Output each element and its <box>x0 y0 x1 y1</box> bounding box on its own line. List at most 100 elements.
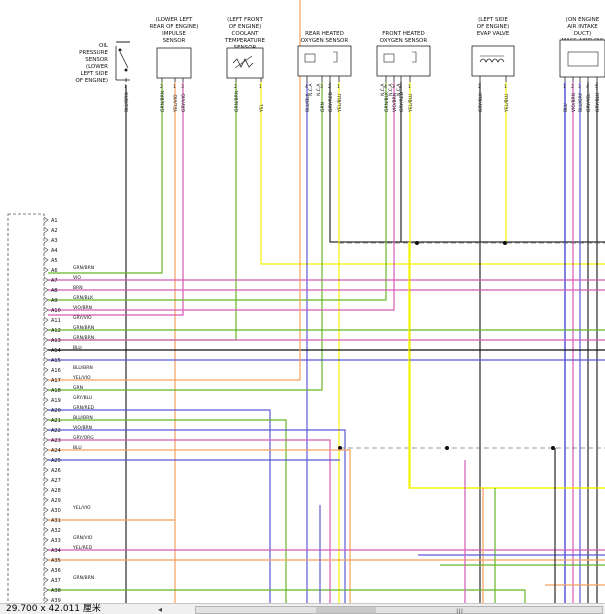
pin-chevron <box>43 306 49 314</box>
connector-pin-label: A9 <box>51 298 58 304</box>
splice-dot <box>445 446 449 450</box>
connector-pin-label: A38 <box>51 588 61 594</box>
sensor-title-line: PRESSURE <box>79 50 108 56</box>
splice-dot <box>338 446 342 450</box>
pin-number: 2 <box>234 84 237 90</box>
horizontal-scrollbar[interactable]: ||| <box>195 606 603 614</box>
sensor-body <box>156 47 192 79</box>
wire-coolant-1 <box>260 82 605 265</box>
connector-pin-label: A12 <box>51 328 61 334</box>
connector-pin-label: A6 <box>51 268 58 274</box>
connector-pin-label: A22 <box>51 428 61 434</box>
pin-chevron <box>43 346 49 354</box>
pin-chevron <box>43 406 49 414</box>
coil-loops <box>479 58 505 63</box>
scroll-left-icon[interactable]: ◂ <box>158 605 163 614</box>
connector-wire-label: BRN <box>73 285 83 291</box>
pin-chevron <box>43 476 49 484</box>
connector-wire-label: GRN/BLK <box>73 295 94 301</box>
ecu-wire <box>48 409 271 603</box>
pin-chevron <box>43 386 49 394</box>
wire-color-label: GRN/BRN <box>160 91 166 112</box>
pin-number: 2 <box>571 84 574 90</box>
pin-chevron <box>43 456 49 464</box>
wire-color-label: GRY/VIO <box>181 93 187 112</box>
switch-blade <box>119 51 129 69</box>
pin-number: 3 <box>320 84 323 90</box>
pin-chevron <box>43 556 49 564</box>
sensor-title-line: FRONT HEATED <box>382 31 425 37</box>
nca-label: N.C.A <box>388 83 394 96</box>
sensor-title-line: (LOWER <box>86 64 108 70</box>
connector-pin-label: A17 <box>51 378 61 384</box>
pin-number: 1 <box>259 84 262 90</box>
wire-front_o2-1 <box>409 82 605 489</box>
connector-pin-label: A3 <box>51 238 58 244</box>
splice-dot <box>551 446 555 450</box>
connector-pin-label: A1 <box>51 218 58 224</box>
pin-chevron <box>43 546 49 554</box>
pin-number: 4 <box>586 84 589 90</box>
connector-pin-label: A18 <box>51 388 61 394</box>
wire-color-label: GRY/RED <box>399 91 405 112</box>
pin-chevron <box>43 536 49 544</box>
wire-color-label: BLU <box>563 103 569 112</box>
connector-wire-label: GRN/BRN <box>73 325 94 331</box>
connector-pin-label: A29 <box>51 498 61 504</box>
connector-pin-label: A11 <box>51 318 61 324</box>
sensor-title-line: LEFT SIDE <box>80 71 108 77</box>
pin-chevron <box>43 596 49 603</box>
connector-wire-label: GRN/BRN <box>73 575 94 581</box>
sensor-title-line: EVAP VALVE <box>477 31 510 37</box>
ecu-wire <box>48 419 287 603</box>
connector-wire-label: GRY/VIO <box>73 315 92 321</box>
maf-element <box>567 51 599 67</box>
connector-wire-label: GRN/VIO <box>73 535 93 541</box>
connector-pin-label: A7 <box>51 278 58 284</box>
sensor-title-line: (ON ENGINE <box>566 17 600 23</box>
ecu-wire <box>48 429 346 603</box>
connector-wire-label: BLU/BRN <box>73 365 93 371</box>
nca-label: N.C.A <box>396 83 402 96</box>
connector-pin-label: A15 <box>51 358 61 364</box>
wire-color-label: VIO/BRN <box>392 93 398 112</box>
pin-chevron <box>43 216 49 224</box>
connector-pin-label: A23 <box>51 438 61 444</box>
splice-dot <box>503 241 507 245</box>
ecu-housing <box>7 213 45 603</box>
pin-chevron <box>43 506 49 514</box>
connector-pin-label: A36 <box>51 568 61 574</box>
wire-color-label: YEL <box>259 103 265 113</box>
connector-pin-label: A27 <box>51 478 61 484</box>
pin-chevron <box>43 446 49 454</box>
nca-label: N.C.A <box>316 83 322 96</box>
ecu-wire <box>48 439 331 603</box>
connector-pin-label: A30 <box>51 508 61 514</box>
ecu-wire <box>48 449 351 603</box>
sensor-title-line: REAR HEATED <box>305 31 344 37</box>
pin-number: 3 <box>578 84 581 90</box>
scrollbar-thumb[interactable]: ||| <box>316 607 463 614</box>
connector-wire-label: YEL/RED <box>72 545 93 551</box>
connector-wire-label: GRY/BLU <box>73 395 92 401</box>
pin-number: 2 <box>328 84 331 90</box>
connector-pin-label: A34 <box>51 548 61 554</box>
connector-pin-label: A2 <box>51 228 58 234</box>
wire-color-label: GRY/BLK <box>478 92 484 112</box>
connector-pin-label: A28 <box>51 488 61 494</box>
pin-number: 2 <box>478 84 481 90</box>
connector-pin-label: A16 <box>51 368 61 374</box>
connector-pin-label: A39 <box>51 598 61 603</box>
nca-label: N.C.A <box>308 83 314 96</box>
wire-color-label: YEL/BLU <box>504 94 510 113</box>
sensor-title-line: OIL <box>99 43 109 49</box>
sensor-title-line: COOLANT <box>232 31 260 37</box>
evap-coil <box>479 55 505 63</box>
ntc-arrow <box>234 55 253 69</box>
o2-cell <box>383 53 395 63</box>
pin-chevron <box>43 486 49 494</box>
